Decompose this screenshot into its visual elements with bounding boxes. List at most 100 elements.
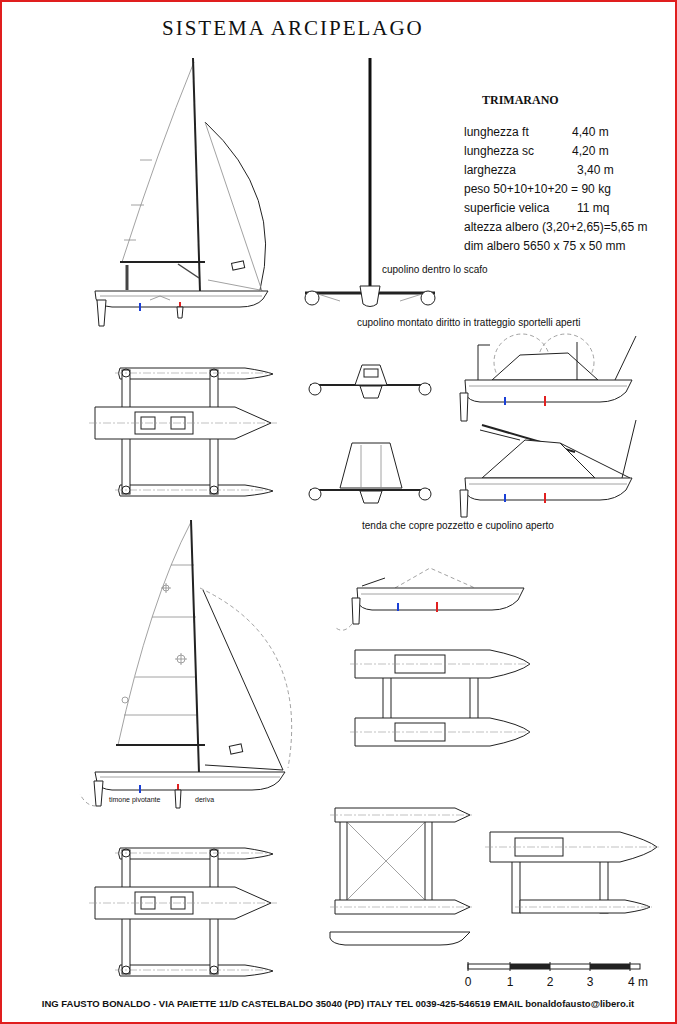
dome-side-view [504, 397, 506, 405]
spec-value: 4,20 m [570, 145, 611, 158]
trimaran-side-view [205, 122, 266, 290]
scale-bar [590, 964, 630, 969]
outrigger-plan-view [485, 832, 659, 913]
dome-side-view [544, 396, 546, 406]
scale-label: 0 [463, 976, 474, 989]
tent-side-view [460, 420, 636, 517]
spec-label: lunghezza sc [462, 145, 536, 158]
spec-label: dim albero 5650 x 75 x 50 mm [462, 240, 627, 253]
trimaran-front-view [421, 291, 435, 305]
dome-side-view [460, 393, 468, 421]
spec-value: 3,40 m [575, 164, 616, 177]
tent-front-view [340, 443, 402, 488]
trimaran-side-view [126, 265, 129, 290]
trimaran-front-view [369, 58, 372, 295]
dome-front-view [360, 386, 382, 398]
trimaran-side-view-battened [122, 697, 128, 703]
catamaran-plan-view-bottom [330, 815, 472, 907]
tent-side-view [480, 430, 520, 440]
catamaran-side-view [397, 603, 399, 611]
spec-label: superficie velica [462, 202, 551, 215]
trimaran-side-view [95, 291, 268, 307]
trimaran-side-view-battened [116, 744, 205, 746]
tent-side-view [560, 420, 636, 478]
dome-side-view [465, 380, 632, 402]
trimaran-side-view-battened [191, 520, 199, 773]
page-title: SISTEMA ARCIPELAGO [160, 17, 426, 40]
note-label: cupolino dentro lo scafo [380, 265, 490, 276]
trimaran-side-view [122, 62, 199, 262]
catamaran-side-view [352, 598, 360, 624]
outrigger-plan-view [520, 900, 650, 913]
note-label: tenda che copre pozzetto e cupolino aper… [360, 521, 556, 532]
trimaran-side-view [120, 261, 205, 263]
dome-front-view [355, 365, 387, 385]
catamaran-side-view [336, 624, 352, 630]
catamaran-plan-view-bottom [425, 810, 432, 913]
catamaran-side-view [395, 568, 475, 588]
dome-side-view [478, 345, 479, 380]
trimaran-front-view [360, 286, 380, 307]
catamaran-plan-view [350, 650, 532, 746]
trimaran-side-view [177, 307, 183, 318]
trimaran-side-view [232, 261, 245, 270]
trimaran-side-view-battened [229, 744, 242, 754]
note-label: cupolino montato diritto in tratteggio s… [355, 318, 582, 329]
dome-side-view [492, 353, 598, 380]
trimaran-side-view-battened [175, 653, 187, 665]
trimaran-side-view-battened [161, 583, 171, 593]
trimaran-side-view [139, 303, 141, 311]
trimaran-side-view [100, 296, 262, 300]
footer-credit: ING FAUSTO BONALDO - VIA PAIETTE 11/D CA… [40, 999, 636, 1009]
part-label: deriva [193, 796, 216, 803]
trimaran-plan-view-bottom [89, 848, 277, 976]
dome-front-view [364, 369, 378, 377]
outrigger-plan-view [485, 847, 659, 907]
dome-front-view [309, 365, 431, 398]
tent-side-view [504, 494, 506, 502]
scale-label: 3 [585, 976, 596, 989]
trimaran-side-view [95, 58, 268, 326]
scale-label: 4 m [626, 976, 650, 989]
spec-label: altezza albero (3,20+2,65)=5,65 m [462, 221, 649, 234]
trimaran-side-view-battened [95, 772, 285, 790]
catamaran-plan-view-bottom [347, 822, 425, 900]
scale-bar [468, 962, 630, 971]
catamaran-side-view [357, 588, 524, 610]
dome-front-view [309, 383, 321, 395]
part-label: timone pivotante [107, 796, 162, 803]
scale-label: 2 [545, 976, 556, 989]
dome-side-view [577, 342, 578, 380]
trimaran-side-view-battened [100, 777, 280, 778]
scale-label: 1 [505, 976, 516, 989]
catamaran-side-view [436, 602, 438, 612]
tent-front-view [361, 445, 381, 488]
trimaran-side-view-battened [124, 565, 198, 715]
trimaran-plan-view [89, 368, 277, 496]
trimaran-side-view [178, 264, 199, 278]
scale-bar [510, 964, 550, 969]
trimaran-side-view [124, 160, 152, 240]
catamaran-side-view [362, 578, 385, 586]
spec-heading: TRIMARANO [480, 94, 561, 107]
spec-label: larghezza [462, 164, 518, 177]
catamaran-plan-view [350, 664, 532, 732]
tent-side-view [482, 440, 595, 478]
tent-front-view [419, 488, 431, 500]
spec-value: 11 mq [575, 202, 611, 215]
catamaran-plan-view-bottom [330, 932, 470, 945]
catamaran-plan-view-bottom [330, 808, 472, 945]
tent-side-view [544, 493, 546, 503]
scale-bar [468, 962, 640, 971]
spec-label: peso 50+10+10+20 = 90 kg [462, 183, 613, 196]
trimaran-front-view [305, 291, 319, 305]
tent-side-view [460, 490, 468, 517]
tent-front-view [309, 488, 321, 500]
trimaran-side-view-battened [80, 794, 96, 806]
spec-label: lunghezza ft [462, 126, 531, 139]
trimaran-side-view-battened [118, 522, 198, 745]
tent-front-view [309, 443, 431, 503]
catamaran-plan-view-bottom [340, 810, 347, 913]
